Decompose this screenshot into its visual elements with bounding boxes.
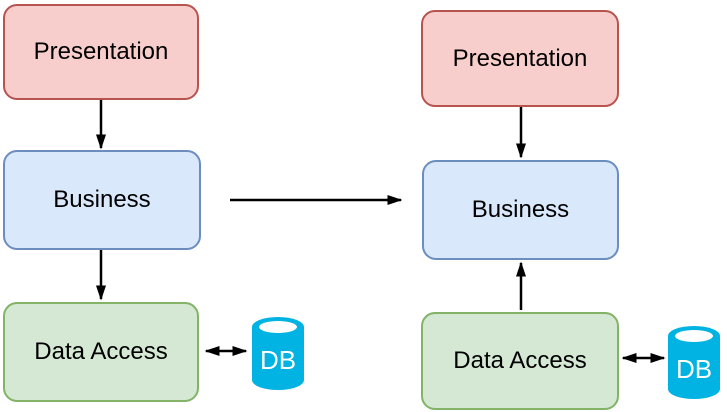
- right-presentation-label: Presentation: [452, 44, 588, 72]
- right-database-body: [668, 326, 720, 399]
- right-data-access-label: Data Access: [453, 347, 587, 374]
- left-database-top-ellipse: [259, 321, 297, 333]
- right-database-cylinder-icon: DB: [667, 325, 721, 400]
- left-database-cylinder-icon: DB: [251, 316, 305, 391]
- left-database-label: DB: [260, 345, 296, 375]
- left-data-access-box: Data Access: [3, 302, 199, 402]
- left-business-box: Business: [3, 150, 201, 250]
- left-presentation-label: Presentation: [33, 38, 169, 65]
- right-business-box: Business: [422, 160, 619, 260]
- right-database-top-ellipse: [675, 330, 713, 342]
- right-database-label: DB: [676, 354, 712, 384]
- right-business-label: Business: [471, 196, 570, 223]
- left-database-body: [252, 317, 304, 390]
- left-business-label: Business: [53, 186, 151, 213]
- right-presentation-box: Presentation: [421, 10, 619, 107]
- left-data-access-label: Data Access: [34, 338, 168, 365]
- left-presentation-box: Presentation: [3, 4, 199, 100]
- right-data-access-box: Data Access: [421, 312, 619, 410]
